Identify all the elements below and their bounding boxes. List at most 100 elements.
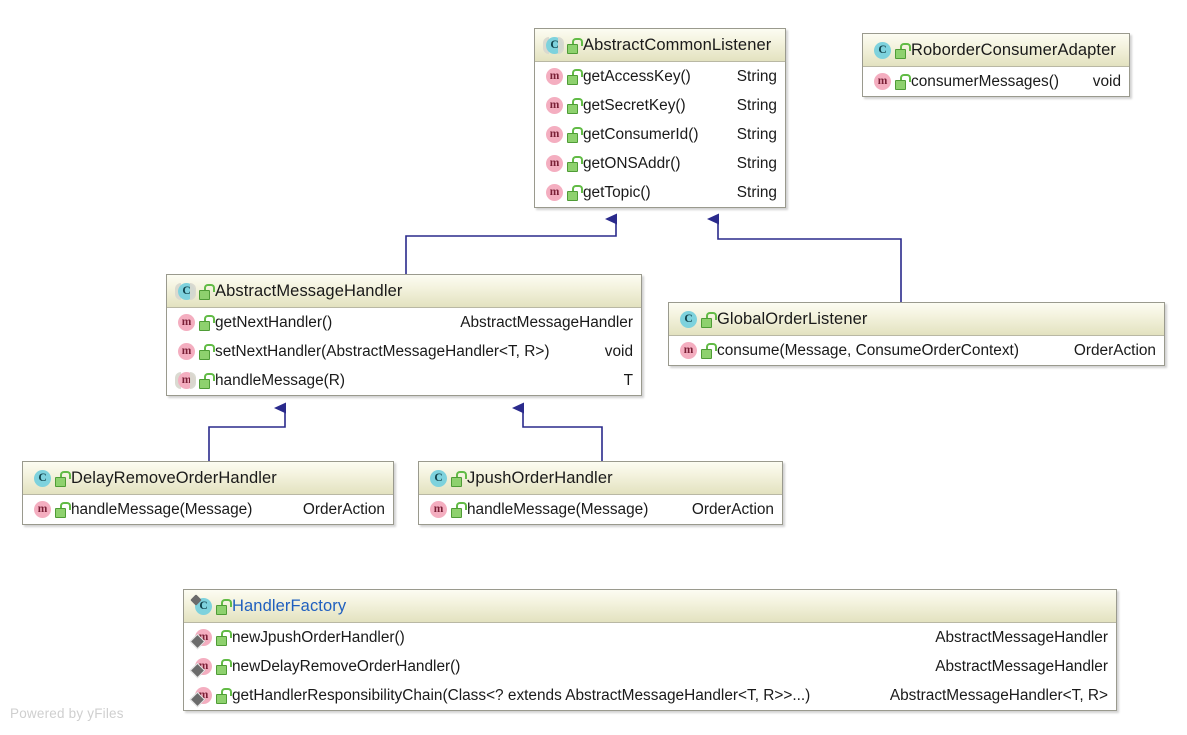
method-icon: m [544, 154, 563, 173]
class-name: AbstractMessageHandler [215, 281, 403, 300]
method-icon: m [176, 342, 195, 361]
member-name: handleMessage(R) [215, 371, 346, 389]
class-name: JpushOrderHandler [467, 468, 613, 487]
member-row[interactable]: m getSecretKey() String [535, 91, 785, 120]
class-box-abstract-message-handler[interactable]: C AbstractMessageHandler m getNextHandle… [166, 274, 642, 396]
member-type: String [736, 154, 777, 172]
class-name[interactable]: HandlerFactory [232, 596, 347, 615]
member-type: OrderAction [1073, 341, 1156, 359]
class-box-handler-factory[interactable]: C HandlerFactory m newJpushOrderHandler(… [183, 589, 1117, 711]
class-box-roborder-consumer-adapter[interactable]: C RoborderConsumerAdapter m consumerMess… [862, 33, 1130, 97]
class-name: AbstractCommonListener [583, 35, 772, 54]
member-row[interactable]: m getAccessKey() String [535, 62, 785, 91]
member-list: m handleMessage(Message) OrderAction [419, 495, 782, 524]
method-icon: m [428, 500, 447, 519]
method-icon: m [544, 67, 563, 86]
member-name: newDelayRemoveOrderHandler() [232, 657, 461, 675]
method-icon: m [189, 628, 212, 650]
member-row[interactable]: m setNextHandler(AbstractMessageHandler<… [167, 337, 641, 366]
public-lock-icon [55, 470, 71, 487]
class-header: C GlobalOrderListener [669, 303, 1164, 336]
member-name: getHandlerResponsibilityChain(Class<? ex… [232, 686, 811, 704]
yfiles-watermark: Powered by yFiles [10, 706, 124, 721]
public-lock-icon [216, 688, 232, 704]
method-icon: m [544, 96, 563, 115]
public-lock-icon [567, 37, 583, 54]
method-icon: m [544, 125, 563, 144]
member-type: AbstractMessageHandler [460, 313, 633, 331]
public-lock-icon [451, 502, 467, 518]
public-lock-icon [895, 42, 911, 59]
public-lock-icon [55, 502, 71, 518]
class-box-global-order-listener[interactable]: C GlobalOrderListener m consume(Message,… [668, 302, 1165, 366]
member-type: String [736, 67, 777, 85]
member-name: getONSAddr() [583, 154, 681, 172]
class-icon: C [32, 469, 51, 488]
edge-jpushorderhandler-to-abstractmessagehandler [512, 402, 603, 461]
member-row[interactable]: m getONSAddr() String [535, 149, 785, 178]
public-lock-icon [199, 373, 215, 389]
member-type: AbstractMessageHandler [935, 657, 1108, 675]
member-type: AbstractMessageHandler<T, R> [889, 686, 1108, 704]
public-lock-icon [567, 98, 583, 114]
member-row[interactable]: m getHandlerResponsibilityChain(Class<? … [184, 681, 1116, 710]
class-icon: C [872, 41, 891, 60]
class-box-abstract-common-listener[interactable]: C AbstractCommonListener m getAccessKey(… [534, 28, 786, 208]
member-row[interactable]: m getTopic() String [535, 178, 785, 207]
class-icon: C [175, 282, 196, 301]
class-icon: C [428, 469, 447, 488]
member-list: m getNextHandler() AbstractMessageHandle… [167, 308, 641, 395]
method-icon: m [32, 500, 51, 519]
member-row[interactable]: m handleMessage(Message) OrderAction [23, 495, 393, 524]
method-icon: m [189, 657, 212, 679]
class-header: C DelayRemoveOrderHandler [23, 462, 393, 495]
member-list: m handleMessage(Message) OrderAction [23, 495, 393, 524]
edge-abstractmessagehandler-to-abstractcommonlistener [405, 213, 617, 274]
member-name: newJpushOrderHandler() [232, 628, 405, 646]
member-type: AbstractMessageHandler [935, 628, 1108, 646]
member-row[interactable]: m getNextHandler() AbstractMessageHandle… [167, 308, 641, 337]
public-lock-icon [216, 630, 232, 646]
member-name: getNextHandler() [215, 313, 333, 331]
public-lock-icon [701, 311, 717, 328]
method-icon: m [189, 686, 212, 708]
public-lock-icon [199, 283, 215, 300]
member-row[interactable]: m newJpushOrderHandler() AbstractMessage… [184, 623, 1116, 652]
member-name: getTopic() [583, 183, 651, 201]
public-lock-icon [216, 659, 232, 675]
class-icon: C [190, 593, 212, 616]
edge-globalorderlistener-to-abstractcommonlistener [707, 213, 902, 302]
member-list: m consumerMessages() void [863, 67, 1129, 96]
member-name: consumerMessages() [911, 72, 1059, 90]
public-lock-icon [567, 156, 583, 172]
class-header: C RoborderConsumerAdapter [863, 34, 1129, 67]
member-name: getConsumerId() [583, 125, 699, 143]
class-box-delay-remove-order-handler[interactable]: C DelayRemoveOrderHandler m handleMessag… [22, 461, 394, 525]
member-row[interactable]: m newDelayRemoveOrderHandler() AbstractM… [184, 652, 1116, 681]
public-lock-icon [451, 470, 467, 487]
member-row[interactable]: m consume(Message, ConsumeOrderContext) … [669, 336, 1164, 365]
public-lock-icon [199, 315, 215, 331]
class-name: GlobalOrderListener [717, 309, 868, 328]
method-icon: m [872, 72, 891, 91]
method-icon: m [175, 371, 196, 390]
public-lock-icon [567, 185, 583, 201]
member-row[interactable]: m handleMessage(Message) OrderAction [419, 495, 782, 524]
public-lock-icon [895, 74, 911, 90]
class-box-jpush-order-handler[interactable]: C JpushOrderHandler m handleMessage(Mess… [418, 461, 783, 525]
member-row[interactable]: m getConsumerId() String [535, 120, 785, 149]
public-lock-icon [701, 343, 717, 359]
member-type: void [1092, 72, 1121, 90]
class-name: RoborderConsumerAdapter [911, 40, 1116, 59]
class-header: C JpushOrderHandler [419, 462, 782, 495]
method-icon: m [176, 313, 195, 332]
member-type: OrderAction [302, 500, 385, 518]
member-row[interactable]: m consumerMessages() void [863, 67, 1129, 96]
member-row[interactable]: m handleMessage(R) T [167, 366, 641, 395]
member-type: String [736, 125, 777, 143]
public-lock-icon [216, 598, 232, 615]
method-icon: m [544, 183, 563, 202]
class-header: C HandlerFactory [184, 590, 1116, 623]
public-lock-icon [567, 69, 583, 85]
